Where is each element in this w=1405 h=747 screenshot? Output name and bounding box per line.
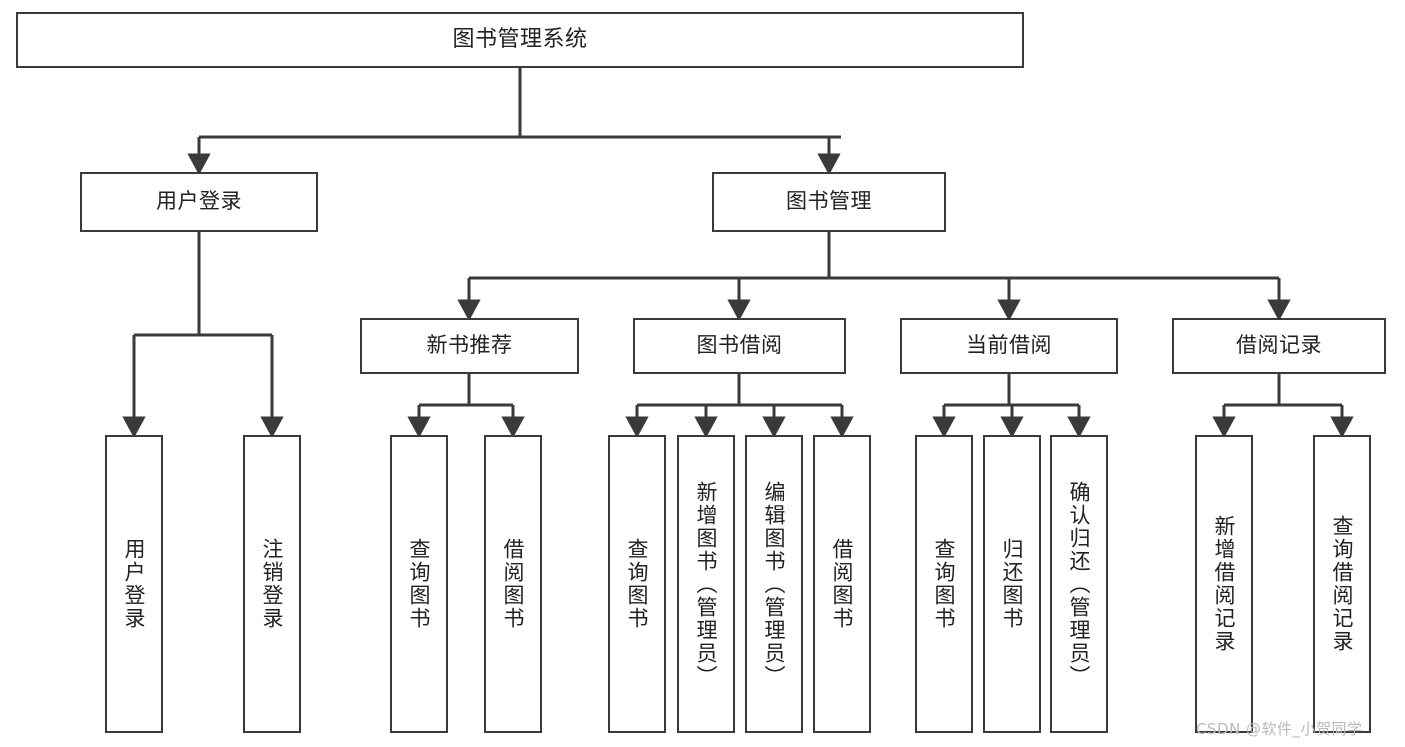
node-leaf-query-book-2[interactable]: 查询图书: [608, 435, 666, 733]
node-leaf-borrow-book-1[interactable]: 借阅图书: [484, 435, 542, 733]
node-leaf-add-book[interactable]: 新增图书（管理员）: [677, 435, 735, 733]
node-book-borrow-label: 图书借阅: [696, 333, 783, 358]
node-leaf-query-book-3-label: 查询图书: [932, 538, 957, 630]
node-leaf-logout-label: 注销登录: [260, 538, 285, 630]
node-leaf-query-book-1[interactable]: 查询图书: [390, 435, 448, 733]
node-book-manage-label: 图书管理: [786, 189, 872, 214]
node-leaf-add-record-label: 新增借阅记录: [1212, 515, 1237, 653]
node-leaf-logout[interactable]: 注销登录: [243, 435, 301, 733]
node-root[interactable]: 图书管理系统: [16, 12, 1024, 68]
csdn-watermark: CSDN @软件_小贺同学: [1196, 720, 1363, 738]
node-leaf-user-login[interactable]: 用户登录: [105, 435, 163, 733]
node-leaf-query-book-2-label: 查询图书: [625, 538, 650, 630]
node-leaf-return-book[interactable]: 归还图书: [983, 435, 1041, 733]
node-book-borrow[interactable]: 图书借阅: [633, 318, 846, 374]
node-leaf-query-book-3[interactable]: 查询图书: [915, 435, 973, 733]
node-leaf-edit-book-label: 编辑图书（管理员）: [762, 480, 787, 688]
node-leaf-return-book-label: 归还图书: [1000, 538, 1025, 630]
node-leaf-edit-book[interactable]: 编辑图书（管理员）: [745, 435, 803, 733]
node-leaf-borrow-book-2[interactable]: 借阅图书: [813, 435, 871, 733]
node-current-borrow-label: 当前借阅: [966, 333, 1052, 358]
node-leaf-add-record[interactable]: 新增借阅记录: [1195, 435, 1253, 733]
node-leaf-borrow-book-1-label: 借阅图书: [501, 538, 526, 630]
node-borrow-record[interactable]: 借阅记录: [1172, 318, 1386, 374]
node-user-login[interactable]: 用户登录: [80, 172, 318, 232]
node-leaf-borrow-book-2-label: 借阅图书: [830, 538, 855, 630]
node-root-label: 图书管理系统: [452, 26, 588, 52]
node-user-login-label: 用户登录: [156, 189, 242, 214]
node-leaf-confirm-return-label: 确认归还（管理员）: [1067, 480, 1092, 688]
node-book-manage[interactable]: 图书管理: [712, 172, 946, 232]
node-leaf-user-login-label: 用户登录: [122, 538, 147, 630]
node-new-book-recommend[interactable]: 新书推荐: [360, 318, 579, 374]
node-current-borrow[interactable]: 当前借阅: [900, 318, 1118, 374]
node-leaf-query-record[interactable]: 查询借阅记录: [1313, 435, 1371, 733]
node-new-book-recommend-label: 新书推荐: [426, 333, 513, 358]
node-leaf-add-book-label: 新增图书（管理员）: [694, 480, 719, 688]
node-leaf-query-book-1-label: 查询图书: [407, 538, 432, 630]
node-borrow-record-label: 借阅记录: [1236, 333, 1322, 358]
node-leaf-confirm-return[interactable]: 确认归还（管理员）: [1050, 435, 1108, 733]
node-leaf-query-record-label: 查询借阅记录: [1330, 515, 1355, 653]
